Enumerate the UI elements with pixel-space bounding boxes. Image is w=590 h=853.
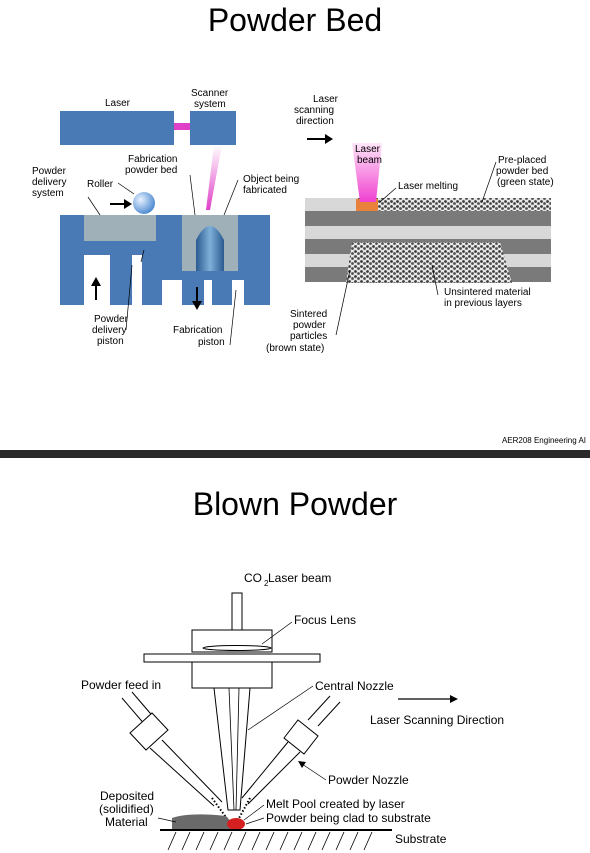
laser-link [174, 123, 190, 130]
label-scanner-2: system [194, 99, 226, 110]
label-powder-nozzle: Powder Nozzle [328, 773, 409, 787]
substrate-hatch [167, 831, 373, 851]
label-powder-feed: Powder feed in [81, 678, 161, 692]
label-piston-a-2: delivery [92, 325, 126, 336]
layer-light-1 [305, 226, 551, 239]
label-roller: Roller [87, 179, 114, 190]
scanner-box [190, 111, 236, 145]
laser-box [60, 111, 174, 145]
deposited-material [172, 814, 238, 830]
slide-divider [0, 450, 590, 458]
melt-pool [227, 818, 245, 830]
fabricated-object [196, 226, 224, 271]
slide-title: Blown Powder [192, 486, 398, 522]
preplaced-powder [358, 198, 551, 211]
label-sintered-1: Sintered [290, 309, 327, 320]
label-laser-beam-1: Laser [355, 144, 381, 155]
label-unsintered-2: in previous layers [444, 298, 522, 309]
laser-beam-left [206, 145, 222, 210]
label-co2: CO [244, 571, 262, 585]
sintered-region [346, 242, 512, 283]
label-co2-rest: Laser beam [268, 571, 331, 585]
right-powder-nozzle [241, 695, 341, 805]
label-sintered-3: particles [290, 331, 327, 342]
laser-beam-right [352, 143, 382, 202]
label-central-nozzle: Central Nozzle [315, 679, 394, 693]
label-substrate: Substrate [395, 832, 447, 846]
label-powder-clad: Powder being clad to substrate [266, 811, 431, 825]
label-unsintered-1: Unsintered material [444, 287, 531, 298]
powder-delivery-bed [84, 215, 156, 241]
blown-powder-diagram: CO 2 Laser beam Focus Lens Powder feed i… [81, 571, 504, 851]
label-co2-sub: 2 [264, 579, 269, 588]
label-piston-a-3: piston [97, 336, 124, 347]
label-powder-delivery-3: system [32, 188, 64, 199]
central-nozzle [213, 687, 251, 811]
label-scan-dir-3: direction [296, 116, 334, 127]
label-preplaced-3: (green state) [497, 177, 554, 188]
label-laser-beam-2: beam [357, 155, 382, 166]
slide-blown-powder: Blown Powder [0, 458, 590, 853]
label-deposited-3: Material [105, 815, 148, 829]
label-object-2: fabricated [243, 185, 287, 196]
label-piston-b-1: Fabrication [173, 325, 222, 336]
layer-dark-1 [305, 211, 551, 226]
label-sintered-2: powder [293, 320, 326, 331]
label-laser-melting: Laser melting [398, 181, 458, 192]
label-piston-b-2: piston [198, 337, 225, 348]
lens-housing-bottom [191, 661, 273, 689]
label-fab-bed-1: Fabrication [128, 154, 177, 165]
label-scanner-1: Scanner [191, 88, 229, 99]
label-powder-delivery-1: Powder [32, 166, 67, 177]
label-preplaced-1: Pre-placed [498, 155, 546, 166]
label-sintered-4: (brown state) [266, 343, 324, 354]
fabrication-plate [182, 271, 238, 277]
label-deposited-2: (solidified) [99, 802, 154, 816]
label-object-1: Object being [243, 174, 299, 185]
label-focus-lens: Focus Lens [294, 613, 356, 627]
label-melt-pool: Melt Pool created by laser [266, 797, 405, 811]
mount-plate [143, 653, 321, 663]
focus-lens [202, 645, 272, 651]
label-scan-direction: Laser Scanning Direction [370, 713, 504, 727]
label-scan-dir-2: scanning [294, 105, 334, 116]
label-laser: Laser [105, 98, 131, 109]
label-powder-delivery-2: delivery [32, 177, 66, 188]
powder-bed-diagram: Laser Scanner system Fabrication powder … [32, 88, 554, 354]
slide-powder-bed: Powder Bed [32, 2, 586, 445]
label-deposited-1: Deposited [100, 789, 154, 803]
label-fab-bed-2: powder bed [125, 165, 177, 176]
label-piston-a-1: Powder [94, 314, 129, 325]
slide-title: Powder Bed [207, 2, 383, 38]
label-preplaced-2: powder bed [496, 166, 548, 177]
powder-delivery-plate [84, 241, 156, 247]
slide-footer: AER208 Engineering AI [501, 436, 586, 445]
label-scan-dir-1: Laser [313, 94, 339, 105]
left-powder-nozzle [121, 691, 223, 807]
roller [133, 192, 155, 214]
